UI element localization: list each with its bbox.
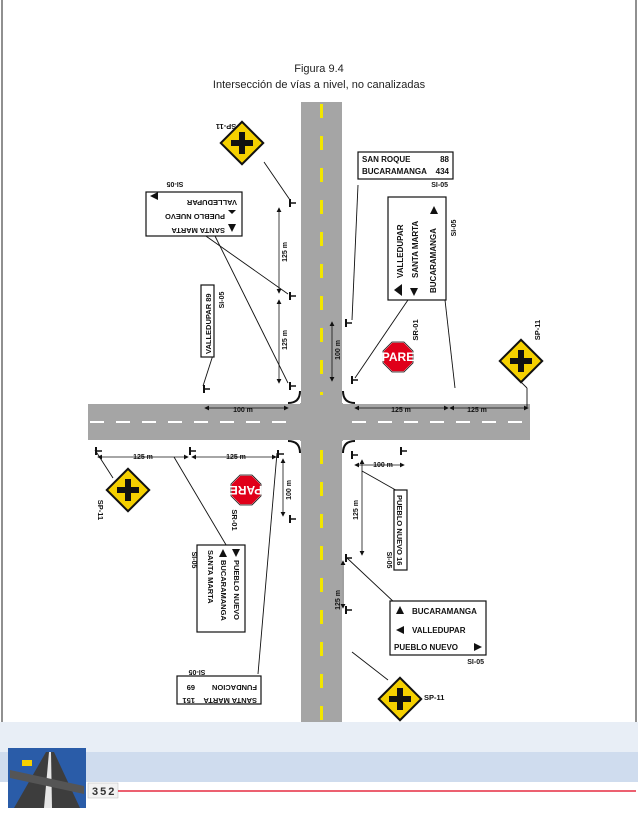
arrow-right-icon — [474, 643, 482, 651]
dist-label: 125 m — [391, 407, 411, 414]
svg-text:VALLEDUPAR: VALLEDUPAR — [396, 224, 405, 278]
arrow-down-icon — [410, 288, 418, 296]
sign-code: SR-01 — [411, 319, 420, 340]
stop-sign-north: PARE SR-01 — [382, 319, 420, 373]
svg-text:PUEBLO NUEVO 16: PUEBLO NUEVO 16 — [395, 495, 404, 565]
svg-text:VALLEDUPAR 89: VALLEDUPAR 89 — [204, 293, 213, 354]
svg-text:434: 434 — [436, 167, 450, 176]
sign-code: SI-05 — [431, 182, 448, 189]
svg-text:BUCARAMANGA: BUCARAMANGA — [429, 228, 438, 293]
svg-text:SANTA MARTA: SANTA MARTA — [206, 550, 215, 604]
sign-direction-bottom-right: BUCARAMANGA VALLEDUPAR PUEBLO NUEVO SI-0… — [389, 600, 487, 666]
svg-text:VALLEDUPAR: VALLEDUPAR — [186, 198, 237, 207]
figure-number: Figura 9.4 — [294, 63, 344, 75]
sign-code: SI-05 — [219, 292, 226, 309]
sign-distance-valledupar: VALLEDUPAR 89 SI-05 — [200, 284, 226, 358]
svg-text:PUEBLO NUEVO: PUEBLO NUEVO — [232, 560, 241, 620]
svg-text:BUCARAMANGA: BUCARAMANGA — [219, 560, 228, 621]
figure-title: Intersección de vías a nivel, no canaliz… — [213, 79, 426, 91]
sign-code: SI-05 — [385, 552, 392, 569]
sign-code: SI-05 — [190, 552, 197, 569]
sign-code: SI-05 — [167, 180, 184, 187]
arrow-down-icon — [228, 224, 236, 232]
svg-text:VALLEDUPAR: VALLEDUPAR — [412, 626, 466, 635]
dist-label: 125 m — [335, 590, 342, 610]
crossroads-icon — [105, 467, 151, 513]
page-number: 352 — [92, 786, 116, 798]
sign-direction-right: VALLEDUPAR SANTA MARTA BUCARAMANGA SI-05 — [387, 196, 458, 301]
svg-text:SANTA MARTA: SANTA MARTA — [203, 696, 257, 705]
sign-sp11-top-left: SP-11 — [216, 120, 265, 166]
arrow-left-icon — [150, 192, 158, 200]
arrow-up-icon — [396, 606, 404, 614]
dist-label: 125 m — [282, 330, 289, 350]
svg-text:SAN ROQUE: SAN ROQUE — [362, 155, 411, 164]
sign-code: SI-05 — [451, 220, 458, 237]
distance-markers: 125 m 125 m 100 m 100 m 125 m 125 m 125 … — [97, 207, 529, 610]
roads — [88, 102, 530, 750]
arrow-down-icon — [232, 549, 240, 557]
svg-text:PUEBLO NUEVO: PUEBLO NUEVO — [394, 643, 458, 652]
sign-code: SI-05 — [189, 668, 206, 675]
sign-distance-pueblo-nuevo: PUEBLO NUEVO 16 SI-05 — [385, 489, 408, 571]
sign-code: SP-11 — [216, 122, 236, 131]
sign-code: SP-11 — [533, 320, 542, 340]
sign-code: SP-11 — [424, 693, 444, 702]
sign-distance-san-roque: SAN ROQUE 88 BUCARAMANGA 434 SI-05 — [357, 151, 454, 189]
sign-code: SR-01 — [230, 509, 239, 530]
road-logo-icon — [8, 748, 86, 808]
sign-code: SI-05 — [467, 659, 484, 666]
arrow-left-icon — [394, 284, 402, 296]
arrow-up-icon — [430, 206, 438, 214]
sign-sp11-left: SP-11 — [96, 467, 151, 520]
arrow-left-icon — [396, 626, 404, 634]
dist-label: 125 m — [353, 500, 360, 520]
svg-text:FUNDACION: FUNDACION — [212, 683, 257, 692]
stop-sign-south: PARE SR-01 — [230, 474, 262, 531]
arrow-up-icon — [219, 549, 227, 557]
svg-text:BUCARAMANGA: BUCARAMANGA — [412, 607, 477, 616]
dist-label: 125 m — [282, 242, 289, 262]
footer-banner: 352 — [0, 722, 638, 808]
dist-label: 100 m — [335, 340, 342, 360]
crossroads-icon — [498, 338, 544, 384]
sign-distance-fundacion: FUNDACION 69 SANTA MARTA 151 SI-05 — [176, 668, 262, 705]
svg-text:BUCARAMANGA: BUCARAMANGA — [362, 167, 427, 176]
dist-label: 125 m — [467, 407, 487, 414]
dist-label: 100 m — [286, 480, 293, 500]
sign-direction-top-left: VALLEDUPAR PUEBLO NUEVO SANTA MARTA SI-0… — [145, 180, 243, 237]
dist-label: 125 m — [226, 454, 246, 461]
sign-direction-bottom-left: PUEBLO NUEVO BUCARAMANGA SANTA MARTA SI-… — [190, 544, 246, 633]
svg-text:151: 151 — [182, 696, 195, 705]
arrow-right-icon — [228, 210, 236, 214]
sign-sp11-right: SP-11 — [498, 320, 544, 384]
svg-text:PARE: PARE — [382, 350, 414, 364]
dist-label: 125 m — [133, 454, 153, 461]
svg-text:PARE: PARE — [230, 483, 262, 497]
sign-code: SP-11 — [96, 500, 105, 520]
svg-text:SANTA MARTA: SANTA MARTA — [171, 226, 225, 235]
svg-text:SANTA MARTA: SANTA MARTA — [411, 221, 420, 278]
svg-text:PUEBLO NUEVO: PUEBLO NUEVO — [165, 212, 225, 221]
dist-label: 100 m — [373, 462, 393, 469]
svg-text:69: 69 — [187, 683, 195, 692]
svg-text:88: 88 — [440, 155, 449, 164]
crossroads-icon — [377, 676, 423, 722]
sign-sp11-bottom-right: SP-11 — [377, 676, 444, 722]
dist-label: 100 m — [233, 407, 253, 414]
